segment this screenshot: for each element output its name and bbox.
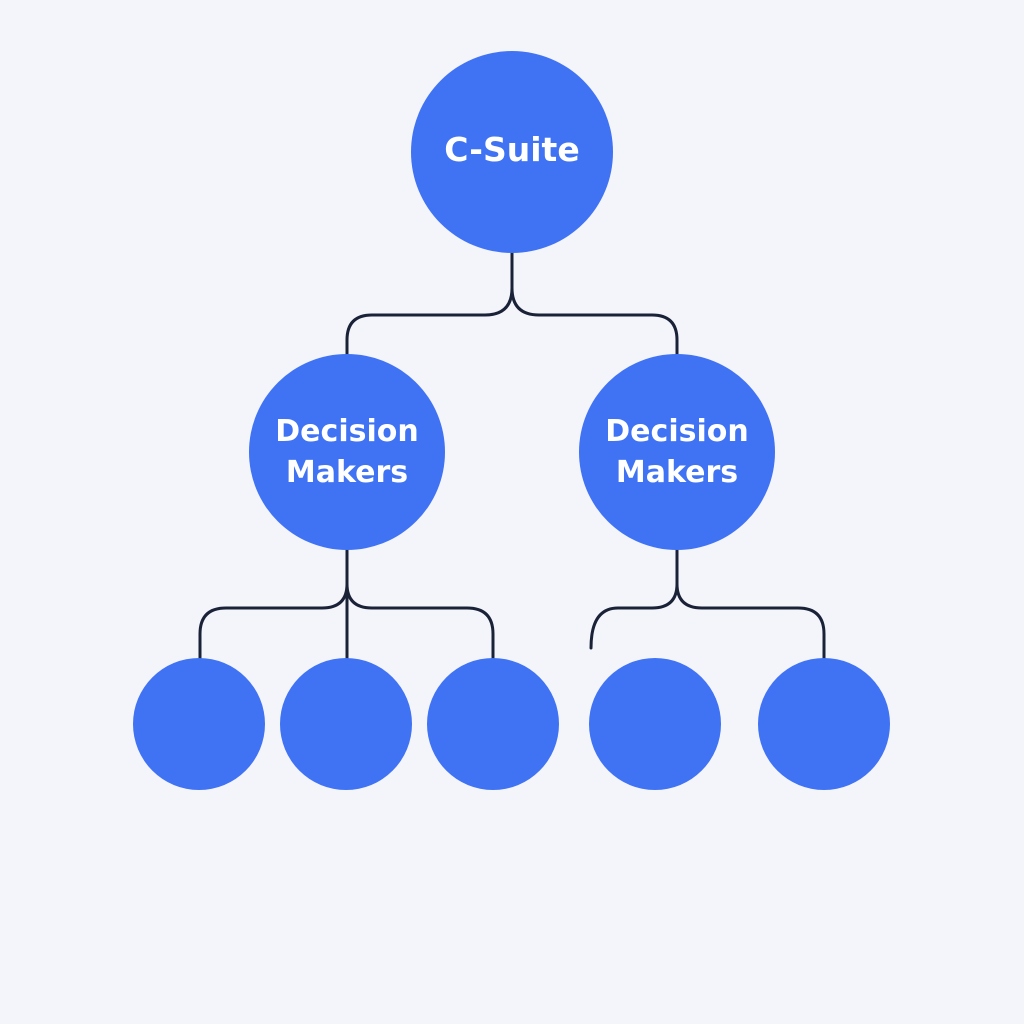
- connector-root-right: [510, 286, 679, 358]
- connector-right-leaf2: [675, 582, 826, 662]
- node-label-line1: Decision: [605, 414, 748, 449]
- root-label: C-Suite: [444, 130, 579, 169]
- leaf-node[interactable]: [589, 658, 721, 790]
- leaf-nodes: [133, 658, 890, 790]
- node-label-line1: Decision: [275, 414, 418, 449]
- leaf-node[interactable]: [133, 658, 265, 790]
- leaf-node[interactable]: [758, 658, 890, 790]
- connectors: [198, 250, 826, 662]
- leaf-node[interactable]: [427, 658, 559, 790]
- node-label-line2: Makers: [616, 455, 738, 490]
- root-node[interactable]: C-Suite: [411, 51, 613, 253]
- connector-root-left: [345, 250, 514, 358]
- decision-makers-node-left[interactable]: Decision Makers: [249, 354, 445, 550]
- connector-left-leaf1: [198, 548, 349, 662]
- connector-right-leaf1: [589, 548, 679, 650]
- node-label-line2: Makers: [286, 455, 408, 490]
- leaf-node[interactable]: [280, 658, 412, 790]
- connector-left-leaf3: [345, 582, 495, 662]
- decision-makers-node-right[interactable]: Decision Makers: [579, 354, 775, 550]
